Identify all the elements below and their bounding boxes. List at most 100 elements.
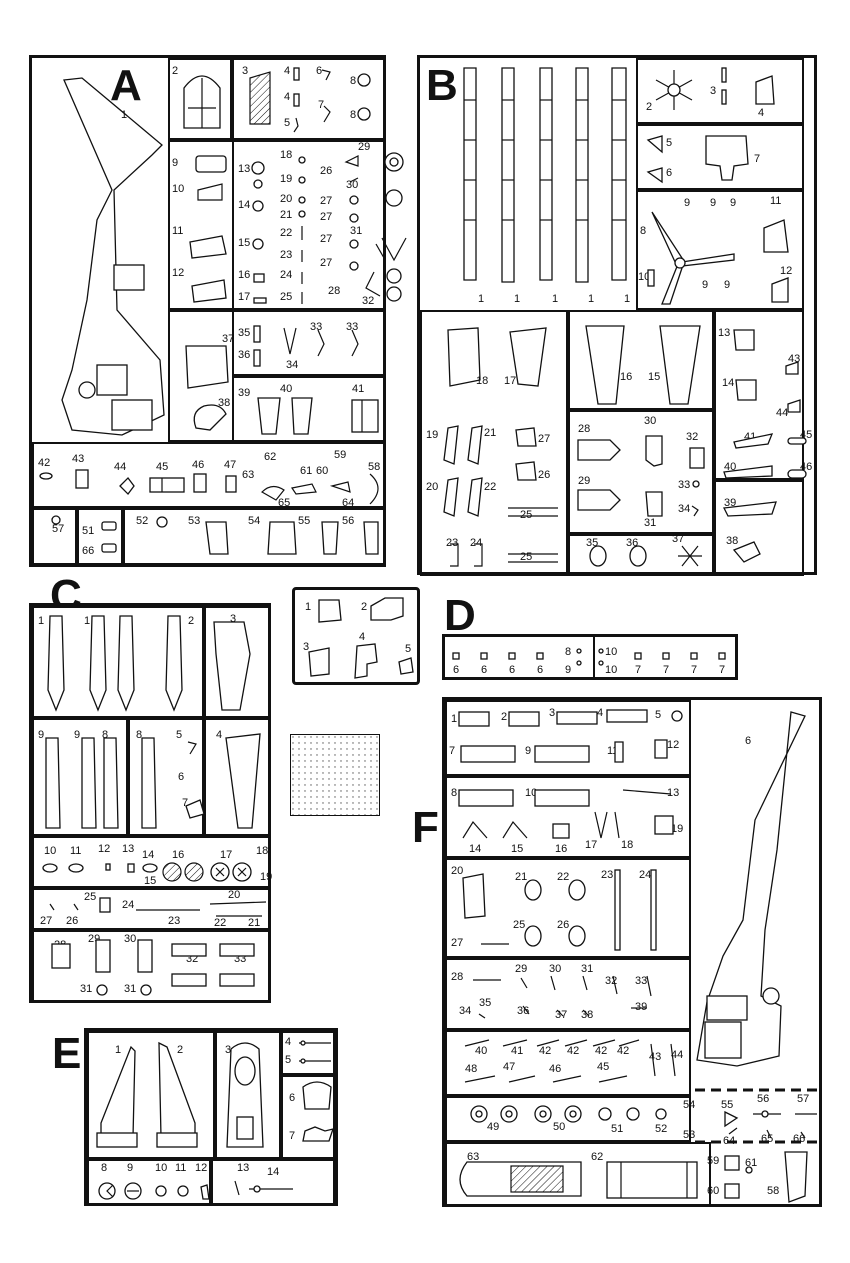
part-number-label: 41 [352, 383, 365, 395]
part-number-label: 14 [469, 843, 482, 855]
part-number-label: 27 [320, 233, 333, 245]
panel-a-51-66 [77, 508, 123, 565]
part-number-label: 34 [678, 503, 691, 515]
part-number-label: 8 [101, 1162, 108, 1174]
gun-parts-icon [299, 1040, 334, 1142]
panel-e-1-2 [87, 1031, 215, 1159]
part-number-label: 28 [328, 285, 341, 297]
panel-c-8-7 [128, 718, 204, 836]
part-number-label: 46 [192, 459, 205, 471]
clear-parts-icon [308, 597, 414, 679]
part-number-label: 42 [38, 457, 51, 469]
part-number-label: 47 [503, 1061, 516, 1073]
panel-row-icon [51, 515, 379, 555]
linkage-parts-icon [464, 1039, 676, 1083]
wheel-icon [42, 862, 252, 882]
panel-c-9-8 [32, 718, 128, 836]
part-number-label: 9 [74, 729, 81, 741]
part-number-label: 53 [188, 515, 201, 527]
part-number-label: 18 [476, 375, 489, 387]
small-disk-icon [589, 447, 705, 567]
part-number-label: 45 [800, 429, 813, 441]
part-number-label: 29 [515, 963, 528, 975]
part-number-label: 35 [238, 327, 251, 339]
part-number-label: 57 [52, 523, 65, 535]
part-number-label: 57 [797, 1093, 810, 1105]
part-number-label: 12 [195, 1162, 208, 1174]
part-number-label: 46 [800, 461, 813, 473]
part-number-label: 22 [280, 227, 293, 239]
canopy-icon [183, 75, 221, 129]
part-number-label: 1 [115, 1044, 122, 1056]
lever-parts-icon [473, 975, 652, 1019]
panel-c-10-19 [32, 836, 270, 888]
part-number-label: 47 [224, 459, 237, 471]
fuselage-half-icon [61, 77, 165, 436]
part-number-label: 8 [350, 109, 357, 121]
stabilizer-parts-icon [447, 327, 547, 387]
panel-c-3 [204, 606, 270, 718]
part-number-label: 36 [238, 349, 251, 361]
part-number-label: 18 [256, 845, 269, 857]
part-number-label: 66 [793, 1133, 806, 1145]
part-number-label: 10 [44, 845, 57, 857]
part-number-label: 13 [238, 163, 251, 175]
part-number-label: 6 [289, 1092, 296, 1104]
panel-f-40-48 [445, 1030, 691, 1096]
part-number-label: 14 [267, 1166, 280, 1178]
panel-a-33-36 [232, 310, 386, 376]
part-number-label: 33 [346, 321, 359, 333]
part-number-label: 27 [320, 195, 333, 207]
part-number-label: 4 [284, 65, 291, 77]
gear-parts-icon [251, 152, 407, 304]
part-number-label: 3 [549, 707, 556, 719]
part-number-label: 10 [172, 183, 185, 195]
part-number-label: 50 [553, 1121, 566, 1133]
part-number-label: 9 [710, 197, 717, 209]
part-number-label: 6 [537, 664, 544, 676]
part-number-label: 5 [284, 117, 291, 129]
part-number-label: 10 [525, 787, 538, 799]
frame-letter-b: B [426, 61, 458, 110]
part-number-label: 29 [578, 475, 591, 487]
part-number-label: 32 [186, 953, 199, 965]
part-number-label: 54 [248, 515, 261, 527]
seat-row-icon [458, 709, 683, 763]
part-number-label: 20 [451, 865, 464, 877]
panel-b-38-39 [714, 480, 804, 576]
part-number-label: 31 [350, 225, 363, 237]
frame-letter-e: E [52, 1029, 82, 1078]
part-number-label: 64 [342, 497, 355, 509]
part-number-label: 30 [644, 415, 657, 427]
part-number-label: 44 [114, 461, 127, 473]
part-number-label: 43 [649, 1051, 662, 1063]
part-number-label: 5 [666, 137, 673, 149]
part-number-label: 4 [359, 631, 366, 643]
part-number-label: 18 [280, 149, 293, 161]
part-number-label: 37 [555, 1009, 568, 1021]
part-number-label: 8 [640, 225, 647, 237]
part-number-label: 7 [754, 153, 761, 165]
fin-parts-icon [585, 325, 701, 405]
strut-parts-icon [253, 325, 359, 367]
part-number-label: 10 [605, 646, 618, 658]
part-number-label: 12 [172, 267, 185, 279]
part-number-label: 15 [511, 843, 524, 855]
part-number-label: 41 [744, 431, 757, 443]
part-number-label: 33 [310, 321, 323, 333]
part-number-label: 24 [639, 869, 652, 881]
part-number-label: 23 [168, 915, 181, 927]
part-number-label: 6 [481, 664, 488, 676]
part-number-label: 12 [780, 265, 793, 277]
part-number-label: 22 [557, 871, 570, 883]
part-number-label: 37 [672, 533, 685, 545]
part-number-label: 6 [316, 65, 323, 77]
part-number-label: 51 [611, 1123, 624, 1135]
part-number-label: 4 [597, 707, 604, 719]
part-number-label: 10 [155, 1162, 168, 1174]
part-number-label: 1 [552, 293, 559, 305]
rotor-blade-icon [463, 67, 627, 283]
part-number-label: 40 [280, 383, 293, 395]
part-number-label: 7 [635, 664, 642, 676]
